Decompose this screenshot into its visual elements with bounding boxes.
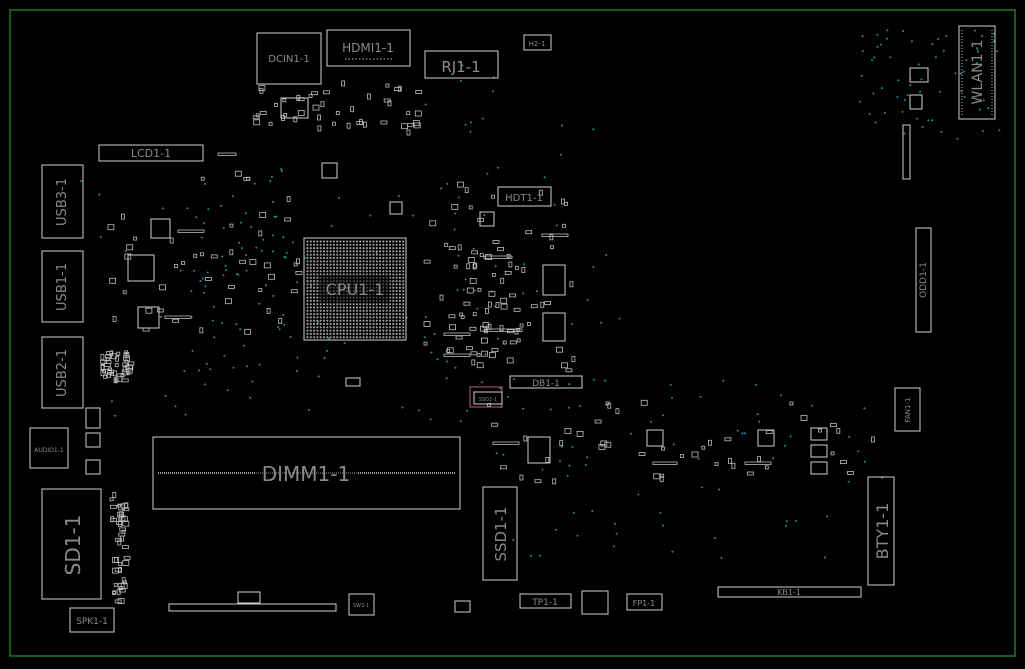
ssd2-slot[interactable]: SSD2-1	[469, 386, 503, 408]
keyboard-connector[interactable]: KB1-1	[717, 586, 862, 598]
dcin-connector[interactable]: DCIN1-1	[256, 32, 322, 85]
misc-chips	[85, 67, 929, 615]
sd-card-slot[interactable]: SD1-1	[41, 488, 102, 600]
db-label: DB1-1	[532, 379, 560, 389]
via-field	[80, 29, 1001, 559]
db-connector[interactable]: DB1-1	[509, 375, 583, 389]
cpu-ball-grid	[306, 240, 405, 339]
switch-component[interactable]: SW3-1	[348, 593, 375, 616]
rj45-connector[interactable]: RJ1-1	[424, 50, 499, 79]
odd-connector[interactable]: ODD1-1	[915, 227, 932, 333]
fingerprint-connector[interactable]: FP1-1	[626, 593, 663, 611]
sd-label: SD1-1	[61, 515, 85, 576]
dimm-label: DIMM1-1	[262, 462, 350, 486]
spk-label: SPK1-1	[76, 617, 108, 627]
hdmi-label: HDMI1-1	[342, 41, 394, 55]
sw-label: SW3-1	[353, 603, 369, 609]
fan-connector[interactable]: FAN1-1	[894, 387, 921, 432]
hdt-header[interactable]: HDT1-1	[497, 186, 552, 207]
usb2-port[interactable]: USB2-1	[41, 336, 84, 409]
cpu-label: CPU1-1	[326, 280, 385, 299]
usb2-label: USB2-1	[55, 349, 70, 397]
bottom-long-connector	[168, 591, 337, 612]
dimm-slot[interactable]: DIMM1-1	[152, 436, 461, 510]
wlan-label: WLAN1-1	[970, 40, 986, 105]
usb3-port[interactable]: USB3-1	[41, 164, 84, 239]
h2-label: H2-1	[529, 40, 546, 48]
odd-label: ODD1-1	[919, 262, 929, 298]
usb1-label: USB1-1	[55, 263, 70, 311]
speaker-connector[interactable]: SPK1-1	[69, 607, 115, 633]
ssd2-label: SSD2-1	[479, 397, 497, 403]
right-edge-fpc	[902, 124, 911, 180]
ssd1-slot[interactable]: SSD1-1	[482, 486, 518, 581]
wlan-slot[interactable]: WLAN1-1	[958, 25, 996, 120]
kb-label: KB1-1	[777, 588, 801, 597]
cpu-package[interactable]: CPU1-1	[303, 237, 407, 341]
audio-jack[interactable]: AUDIO1-1	[29, 427, 69, 469]
ssd1-label: SSD1-1	[492, 506, 510, 561]
h2-hole[interactable]: H2-1	[523, 34, 552, 51]
hdt-label: HDT1-1	[505, 193, 543, 204]
audio-label: AUDIO1-1	[34, 447, 64, 454]
passive-parts	[100, 80, 875, 604]
fp-label: FP1-1	[633, 599, 656, 608]
touchpad-connector[interactable]: TP1-1	[519, 593, 572, 609]
lcd-connector[interactable]: LCD1-1	[98, 144, 204, 162]
dcin-label: DCIN1-1	[268, 54, 309, 65]
rj-label: RJ1-1	[441, 58, 480, 76]
fan-label: FAN1-1	[904, 398, 912, 423]
bty-label: BTY1-1	[873, 503, 892, 560]
tp-label: TP1-1	[531, 598, 558, 608]
usb3-label: USB3-1	[55, 178, 70, 226]
usb1-port[interactable]: USB1-1	[41, 250, 84, 323]
battery-connector[interactable]: BTY1-1	[867, 476, 895, 586]
board-outline	[9, 9, 1016, 657]
lcd-label: LCD1-1	[131, 147, 171, 160]
hdmi-connector[interactable]: HDMI1-1	[326, 29, 411, 67]
